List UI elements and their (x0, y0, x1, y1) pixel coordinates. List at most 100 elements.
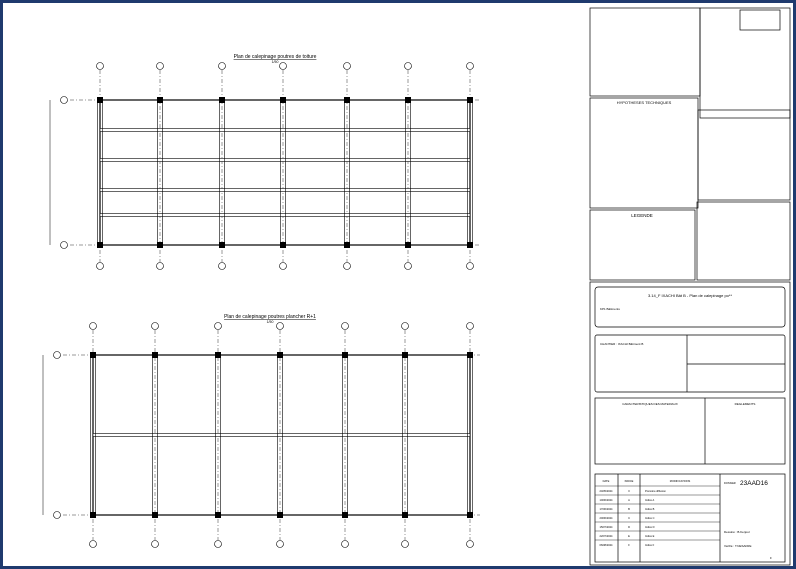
column (97, 97, 103, 103)
axis-bubble (60, 241, 68, 249)
client-name: KP1 Bâtiments (600, 307, 620, 311)
revision-table: 24/05/2024 0 Première diffusion 10/06/2024 A… (595, 485, 720, 547)
beam (99, 213, 471, 217)
column (344, 242, 350, 248)
column (467, 242, 473, 248)
axis-bubble (156, 62, 164, 70)
axis-bubble (218, 262, 226, 270)
column (467, 97, 473, 103)
axis-bubble (343, 62, 351, 70)
rev-header-mod: MODIFICATIONS (670, 479, 691, 483)
rev-header-date: DATE (603, 479, 610, 483)
checked-by: Vérifié : T.NESAFRE (724, 544, 751, 548)
revision-index: E (628, 534, 630, 538)
column (219, 242, 225, 248)
column (467, 512, 473, 518)
column (342, 352, 348, 358)
revision-index: 0 (628, 489, 630, 493)
regulations-title: REGLEMENTS (735, 402, 756, 406)
revision-date: 17/06/2024 (600, 507, 614, 511)
axis-bubble (53, 511, 61, 519)
materials-title: CARACTERISTIQUES DES MATERIAUX (622, 402, 678, 406)
column (90, 352, 96, 358)
column (344, 97, 350, 103)
beam (99, 188, 471, 192)
outline (99, 99, 471, 246)
notes-panel (589, 7, 791, 566)
revision-date: 22/07/2024 (600, 534, 614, 538)
floor-beam-plan (42, 322, 480, 548)
axis-bubble (53, 351, 61, 359)
plan-scale-roof: 1/50 (272, 60, 279, 64)
column (152, 352, 158, 358)
axis-bubble (466, 322, 474, 330)
dossier-label: DOSSIER (724, 481, 736, 485)
axis-bubble (404, 262, 412, 270)
axis-bubble (96, 62, 104, 70)
revision-date: 06/08/2024 (600, 543, 614, 547)
revision-mod: Indice B (645, 507, 655, 511)
axis-bubble (276, 322, 284, 330)
legend-title: LEGENDE (631, 213, 653, 218)
revision-mod: Première diffusion (645, 489, 666, 493)
revision-date: 20/06/2024 (600, 516, 614, 520)
column (219, 97, 225, 103)
revision-mod: Indice D (645, 525, 655, 529)
roof-beam-plan (49, 62, 480, 270)
plan-title-floor: Plan de calepinage poutres plancher R+1 (224, 314, 316, 320)
axis-bubble (466, 540, 474, 548)
column (157, 97, 163, 103)
axis-bubble (341, 322, 349, 330)
axis-bubble (466, 62, 474, 70)
axis-bubble (341, 540, 349, 548)
axis-bubble (279, 262, 287, 270)
axis-bubble (89, 540, 97, 548)
axis-bubble (89, 322, 97, 330)
revision-mod: Indice A (645, 498, 654, 502)
column (405, 242, 411, 248)
chantier-label: CHANTIER : IXACHI Bâtiment B (600, 342, 643, 346)
axis-bubble (401, 540, 409, 548)
axis-bubble (401, 322, 409, 330)
revision-date: 10/06/2024 (600, 498, 614, 502)
axis-bubble (466, 262, 474, 270)
axis-bubble (60, 96, 68, 104)
axis-bubble (276, 540, 284, 548)
axis-bubble (343, 262, 351, 270)
revision-index: C (628, 516, 630, 520)
column (280, 97, 286, 103)
axis-bubble (404, 62, 412, 70)
axis-bubble (279, 62, 287, 70)
plan-scale-floor: 1/50 (267, 320, 274, 324)
axis-bubble (214, 322, 222, 330)
rev-header-index: INDICE (625, 479, 634, 483)
revision-date: 15/07/2024 (600, 525, 614, 529)
column (215, 512, 221, 518)
project-title: 3.14_F IXACHI Bât B - Plan de calepinage… (648, 293, 732, 298)
column (157, 242, 163, 248)
axis-bubble (151, 322, 159, 330)
column (215, 352, 221, 358)
hypotheses-title: HYPOTHESES TECHNIQUES (617, 100, 672, 105)
axis-bubble (214, 540, 222, 548)
revision-index: D (628, 525, 630, 529)
axis-bubble (156, 262, 164, 270)
column (152, 512, 158, 518)
beam (99, 128, 471, 132)
column (280, 242, 286, 248)
revision-mod: Indice F (645, 543, 655, 547)
revision-index: B (628, 507, 630, 511)
dossier-number: 23AAD16 (740, 480, 768, 487)
revision-date: 24/05/2024 (600, 489, 614, 493)
column (97, 242, 103, 248)
revision-mod: Indice E (645, 534, 655, 538)
revision-index: A (628, 498, 630, 502)
column (402, 352, 408, 358)
axis-bubble (151, 540, 159, 548)
sheet-index: F (770, 556, 772, 560)
revision-index: F (628, 543, 630, 547)
revision-mod: Indice C (645, 516, 655, 520)
plan-title-roof: Plan de calepinage poutres de toiture (234, 54, 317, 60)
axis-bubble (218, 62, 226, 70)
